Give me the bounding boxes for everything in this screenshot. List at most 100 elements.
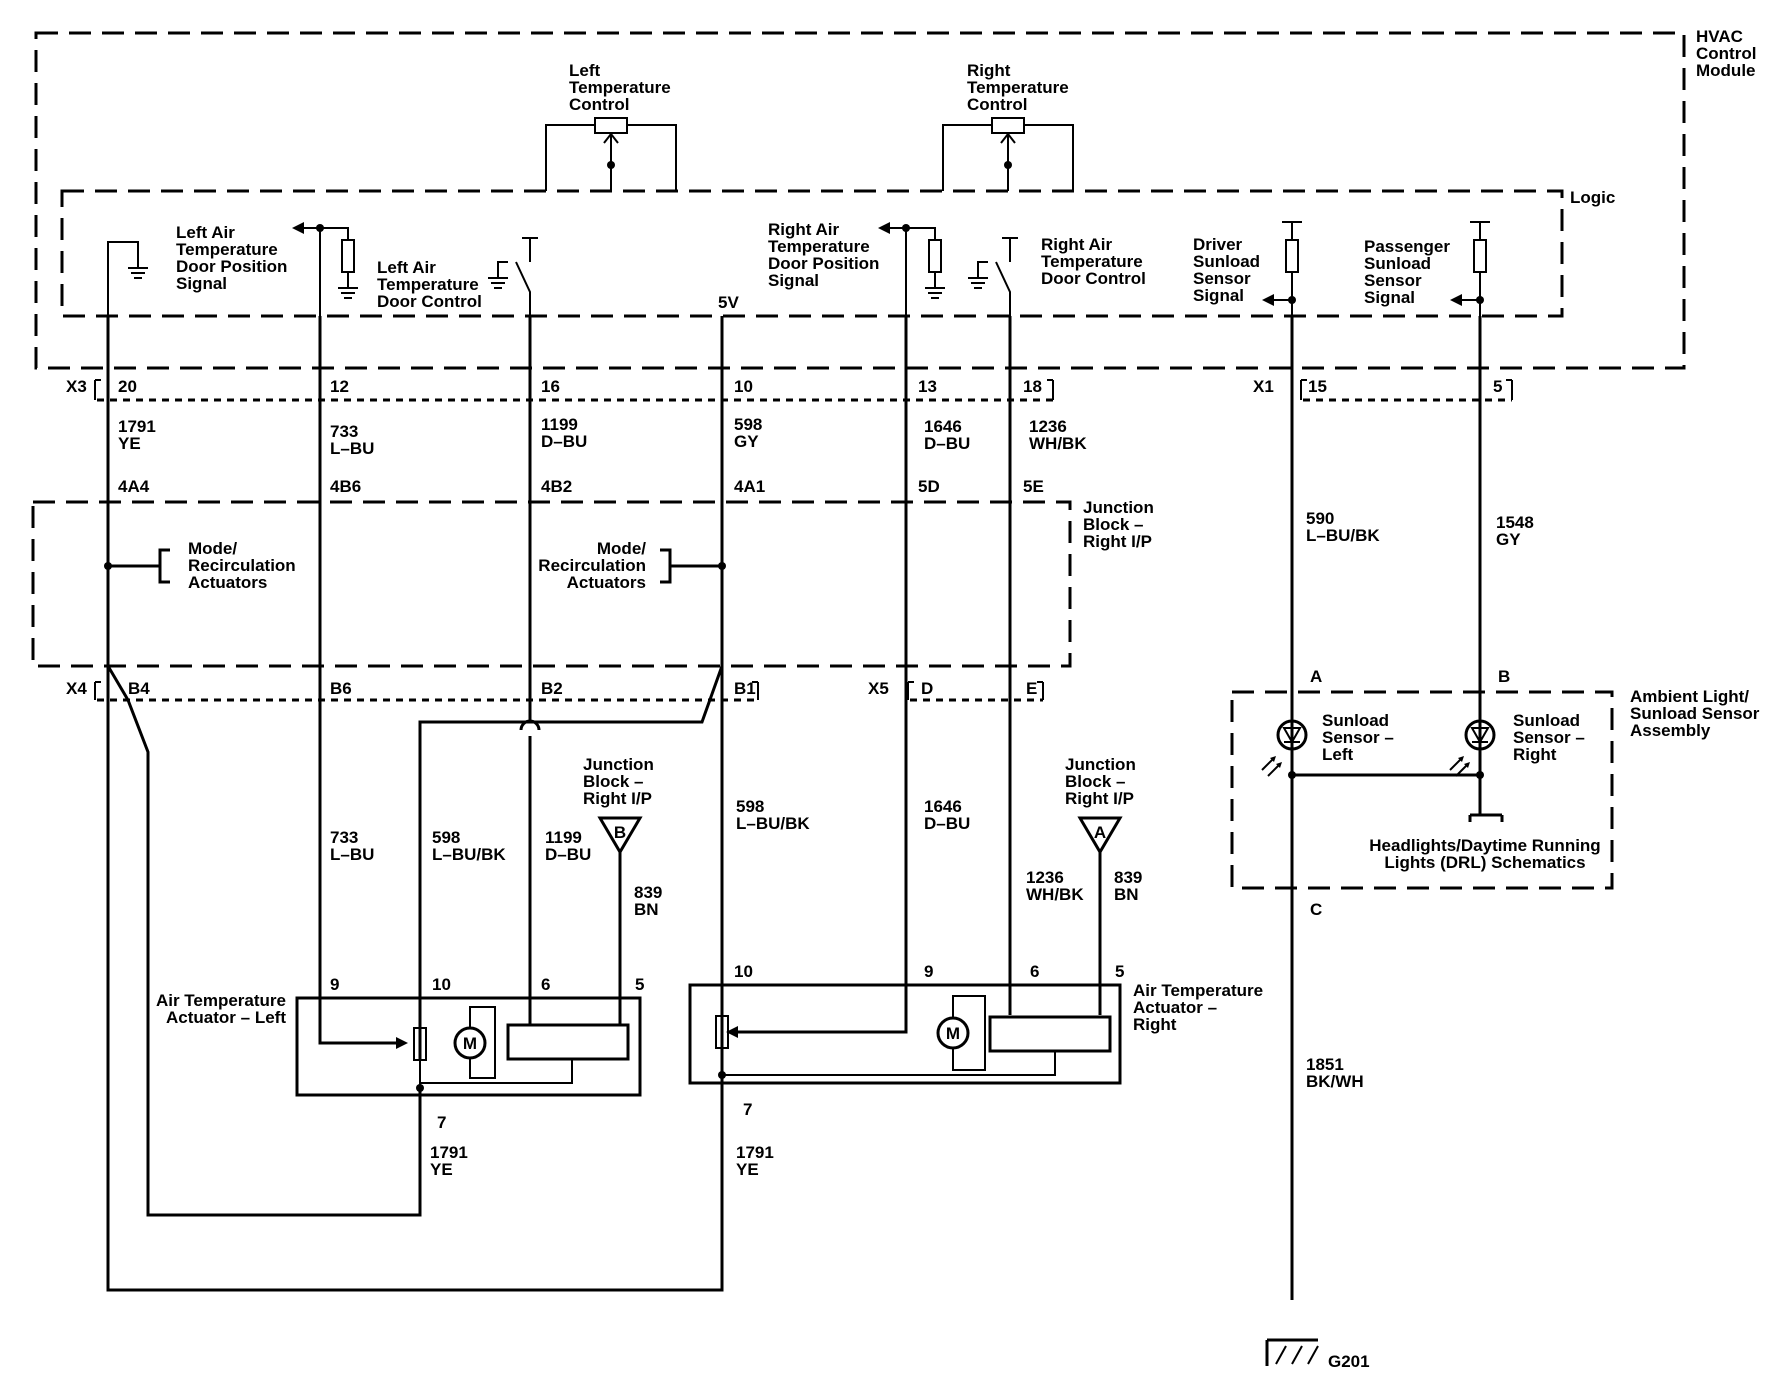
right-door-control-switch bbox=[968, 237, 1018, 316]
left-door-position-circuit bbox=[292, 222, 358, 316]
connector-x1 bbox=[1300, 379, 1513, 402]
passenger-sunload-circuit bbox=[1450, 221, 1490, 316]
actuator-right-pin-2: 6 bbox=[1030, 962, 1039, 981]
x4-pin-1: B6 bbox=[330, 679, 352, 698]
ambient-assembly-box bbox=[1230, 690, 1614, 890]
connector-x3 bbox=[94, 379, 1054, 402]
actuator-left-pin-4: 7 bbox=[437, 1113, 446, 1132]
jb-top-pin-5: 5E bbox=[1023, 477, 1044, 496]
x3-pin-2: 16 bbox=[541, 377, 560, 396]
x3-label: X3 bbox=[66, 377, 87, 396]
ground-label: G201 bbox=[1328, 1352, 1370, 1371]
logic-box bbox=[60, 189, 1564, 318]
logic-label: Logic bbox=[1570, 188, 1615, 207]
actuator-left-pin-3: 5 bbox=[635, 975, 644, 994]
x3-pin-5: 18 bbox=[1023, 377, 1042, 396]
x4-pin-0: B4 bbox=[128, 679, 150, 698]
mode-recirc-actuator-left bbox=[104, 548, 170, 584]
motor-left-symbol: M bbox=[463, 1034, 477, 1053]
jb-ref-b bbox=[597, 816, 643, 1025]
actuator-left-pin-1: 10 bbox=[432, 975, 451, 994]
jb-top-pin-4: 5D bbox=[918, 477, 940, 496]
motor-right-symbol: M bbox=[946, 1024, 960, 1043]
right-temperature-control bbox=[942, 117, 1074, 191]
jb-top-pin-3: 4A1 bbox=[734, 477, 765, 496]
actuator-right-pin-1: 9 bbox=[924, 962, 933, 981]
wire-598 bbox=[718, 316, 726, 1074]
sunload-common-bus bbox=[1288, 771, 1504, 822]
x4-label: X4 bbox=[66, 679, 87, 698]
x1-pin-1: 5 bbox=[1493, 377, 1502, 396]
jb-ref-letter-b: B bbox=[614, 823, 626, 842]
sensor-pin-a: A bbox=[1310, 667, 1322, 686]
logic-ground-left bbox=[107, 241, 148, 316]
jb-ref-letter-a: A bbox=[1094, 823, 1106, 842]
jb-top-pin-1: 4B6 bbox=[330, 477, 361, 496]
x5-pin-0: D bbox=[921, 679, 933, 698]
x3-pin-0: 20 bbox=[118, 377, 137, 396]
connector-x5 bbox=[907, 681, 1044, 702]
x4-pin-3: B1 bbox=[734, 679, 756, 698]
actuator-right-pin-4: 7 bbox=[743, 1100, 752, 1119]
hvac-module-box bbox=[34, 31, 1686, 370]
air-temp-actuator-right bbox=[688, 983, 1122, 1085]
x5-pin-1: E bbox=[1026, 679, 1037, 698]
ground-g201 bbox=[1265, 1338, 1319, 1366]
x1-pin-0: 15 bbox=[1308, 377, 1327, 396]
actuator-right-pin-0: 10 bbox=[734, 962, 753, 981]
jb-top-pin-2: 4B2 bbox=[541, 477, 572, 496]
air-temp-actuator-left bbox=[295, 996, 642, 1097]
actuator-right-pin-3: 5 bbox=[1115, 962, 1124, 981]
sensor-pin-b: B bbox=[1498, 667, 1510, 686]
x3-pin-1: 12 bbox=[330, 377, 349, 396]
wire-1199-dbu bbox=[519, 316, 541, 1025]
x1-label: X1 bbox=[1253, 377, 1274, 396]
x5-label: X5 bbox=[868, 679, 889, 698]
wire-733-lbu bbox=[318, 316, 408, 1049]
actuator-left-pin-2: 6 bbox=[541, 975, 550, 994]
right-door-position-circuit bbox=[878, 222, 945, 316]
junction-block-box bbox=[31, 500, 1072, 668]
sunload-sensor-left bbox=[1261, 719, 1308, 777]
sensor-pin-c: C bbox=[1310, 900, 1322, 919]
left-door-control-switch bbox=[488, 237, 538, 316]
x3-pin-4: 13 bbox=[918, 377, 937, 396]
five-v-label: 5V bbox=[718, 293, 739, 312]
mode-recirc-actuator-right bbox=[660, 548, 722, 584]
